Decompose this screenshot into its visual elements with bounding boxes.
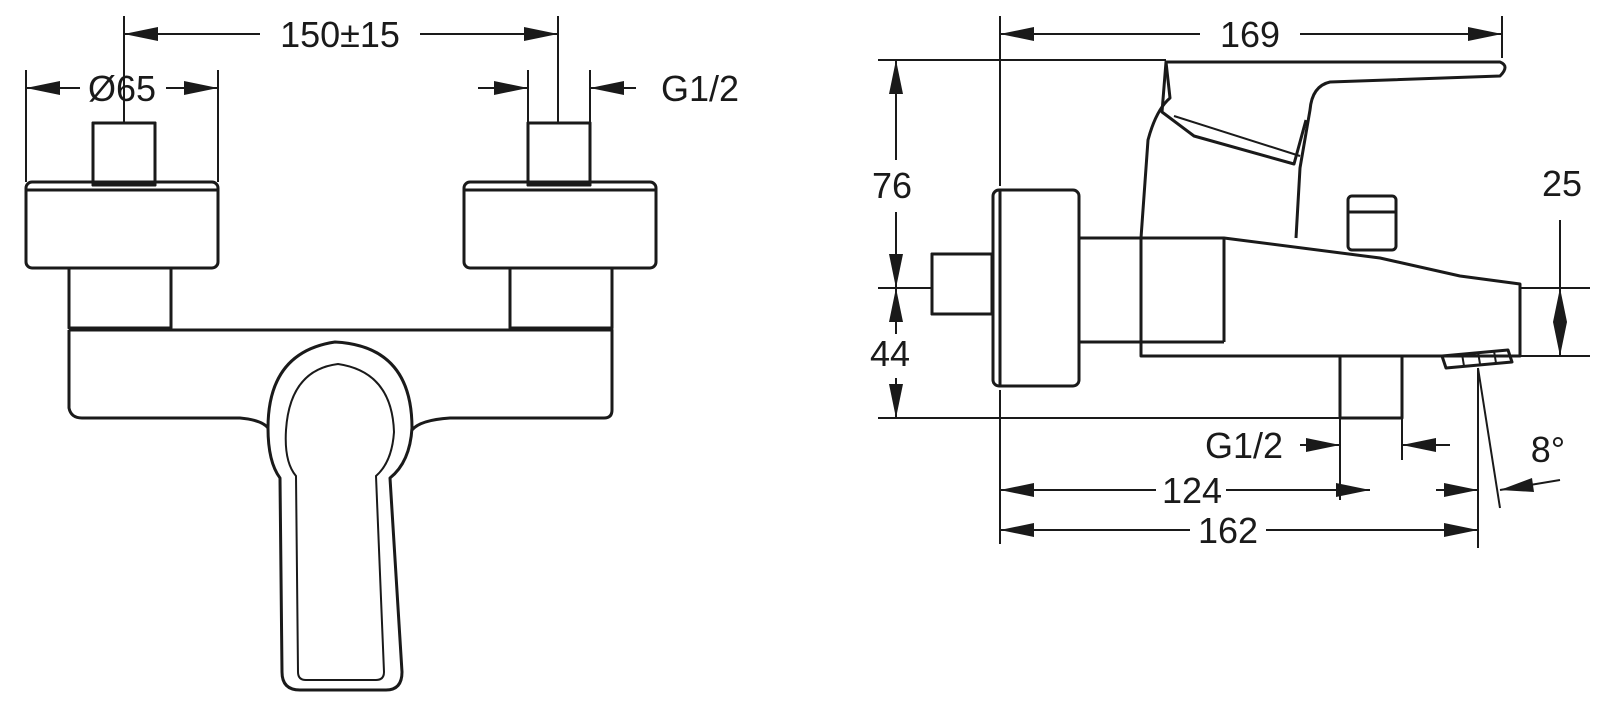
dim-height-lower: 44 <box>870 333 910 374</box>
left-cover-rosette <box>24 180 220 270</box>
side-inlet-thread <box>930 252 994 316</box>
diverter-knob <box>1346 194 1398 252</box>
right-thread-nipple <box>526 121 592 187</box>
side-view: 169 76 44 25 G1/2 124 <box>870 14 1590 551</box>
side-cover-rosette <box>991 188 1081 388</box>
left-stem <box>67 266 173 330</box>
lever-handle <box>266 340 414 692</box>
dim-spout-height: 25 <box>1542 163 1582 204</box>
dim-total-length: 169 <box>1220 14 1280 55</box>
front-view: 150±15 Ø65 G1/2 <box>24 14 739 692</box>
spout-aerator <box>1440 348 1514 370</box>
dim-height-upper: 76 <box>872 165 912 206</box>
mixer-body <box>67 328 614 432</box>
dim-cover-diameter: Ø65 <box>88 68 156 109</box>
side-connector <box>1077 236 1143 344</box>
dim-spout-length: 162 <box>1198 510 1258 551</box>
dim-outlet-thread: G1/2 <box>1205 425 1283 466</box>
side-lever <box>1139 60 1507 239</box>
left-thread-nipple <box>91 121 157 187</box>
dim-thread-front: G1/2 <box>661 68 739 109</box>
right-cover-rosette <box>462 180 658 270</box>
outlet-connection <box>1338 354 1404 420</box>
dim-center-distance: 150±15 <box>280 14 400 55</box>
dim-angle: 8° <box>1531 429 1565 470</box>
side-mixer-body <box>1139 236 1522 358</box>
right-stem <box>508 266 614 330</box>
dim-outlet-distance: 124 <box>1162 470 1222 511</box>
